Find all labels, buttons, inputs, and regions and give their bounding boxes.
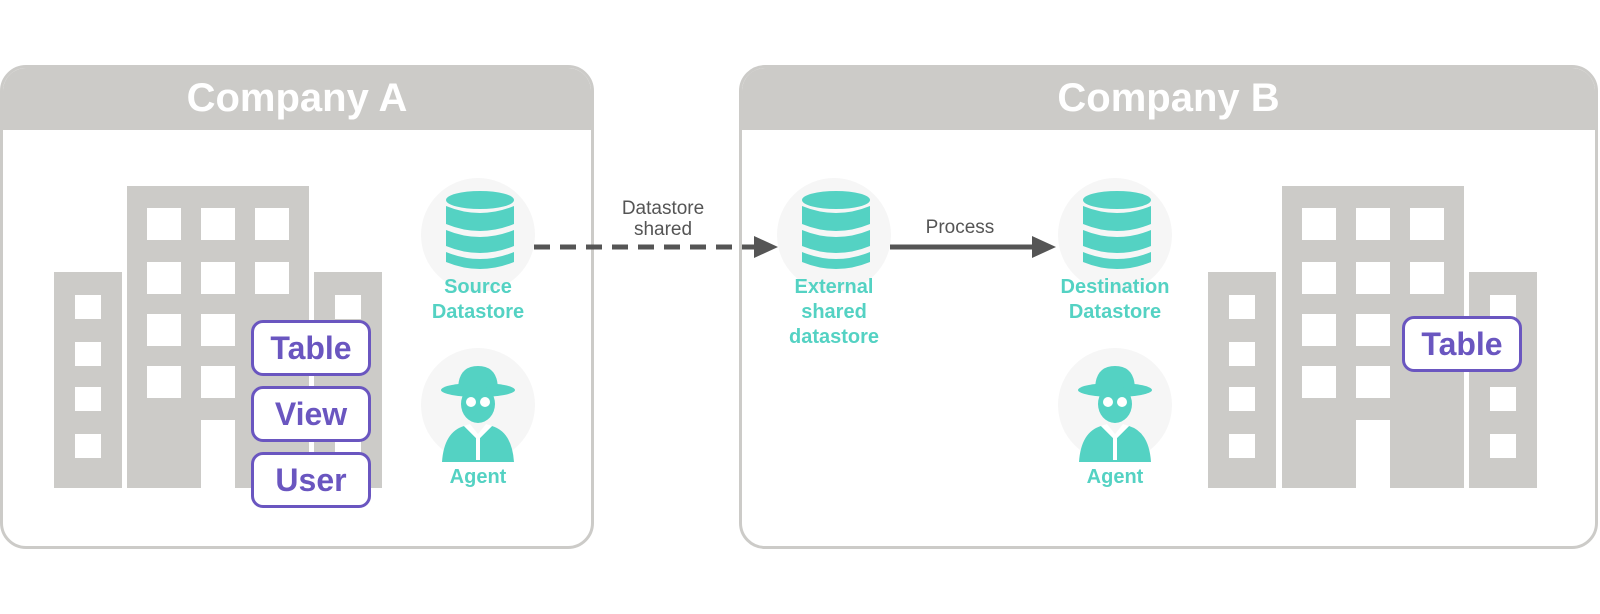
edge-label-process: Process	[925, 217, 995, 238]
external-datastore-label: External shared datastore	[788, 276, 880, 348]
agent-label: Agent	[449, 466, 507, 488]
tag-user: User	[251, 452, 371, 508]
company-b-title: Company B	[742, 68, 1595, 130]
company-a-panel: Company A Table View	[0, 65, 594, 549]
agent-label: Agent	[1086, 466, 1144, 488]
destination-datastore-label: Destination Datastore	[1060, 276, 1170, 323]
agent-icon	[1078, 366, 1152, 462]
company-a-title: Company A	[3, 68, 591, 130]
database-icon	[446, 191, 514, 269]
edge-label-shared: Datastore shared	[621, 198, 705, 240]
agent-icon	[441, 366, 515, 462]
source-datastore-label: Source Datastore	[431, 276, 525, 323]
database-icon	[802, 191, 870, 269]
company-b-panel: Company B External shared datastore Dest…	[739, 65, 1598, 549]
tag-table: Table	[1402, 316, 1522, 372]
tag-view: View	[251, 386, 371, 442]
database-icon	[1083, 191, 1151, 269]
tag-table: Table	[251, 320, 371, 376]
